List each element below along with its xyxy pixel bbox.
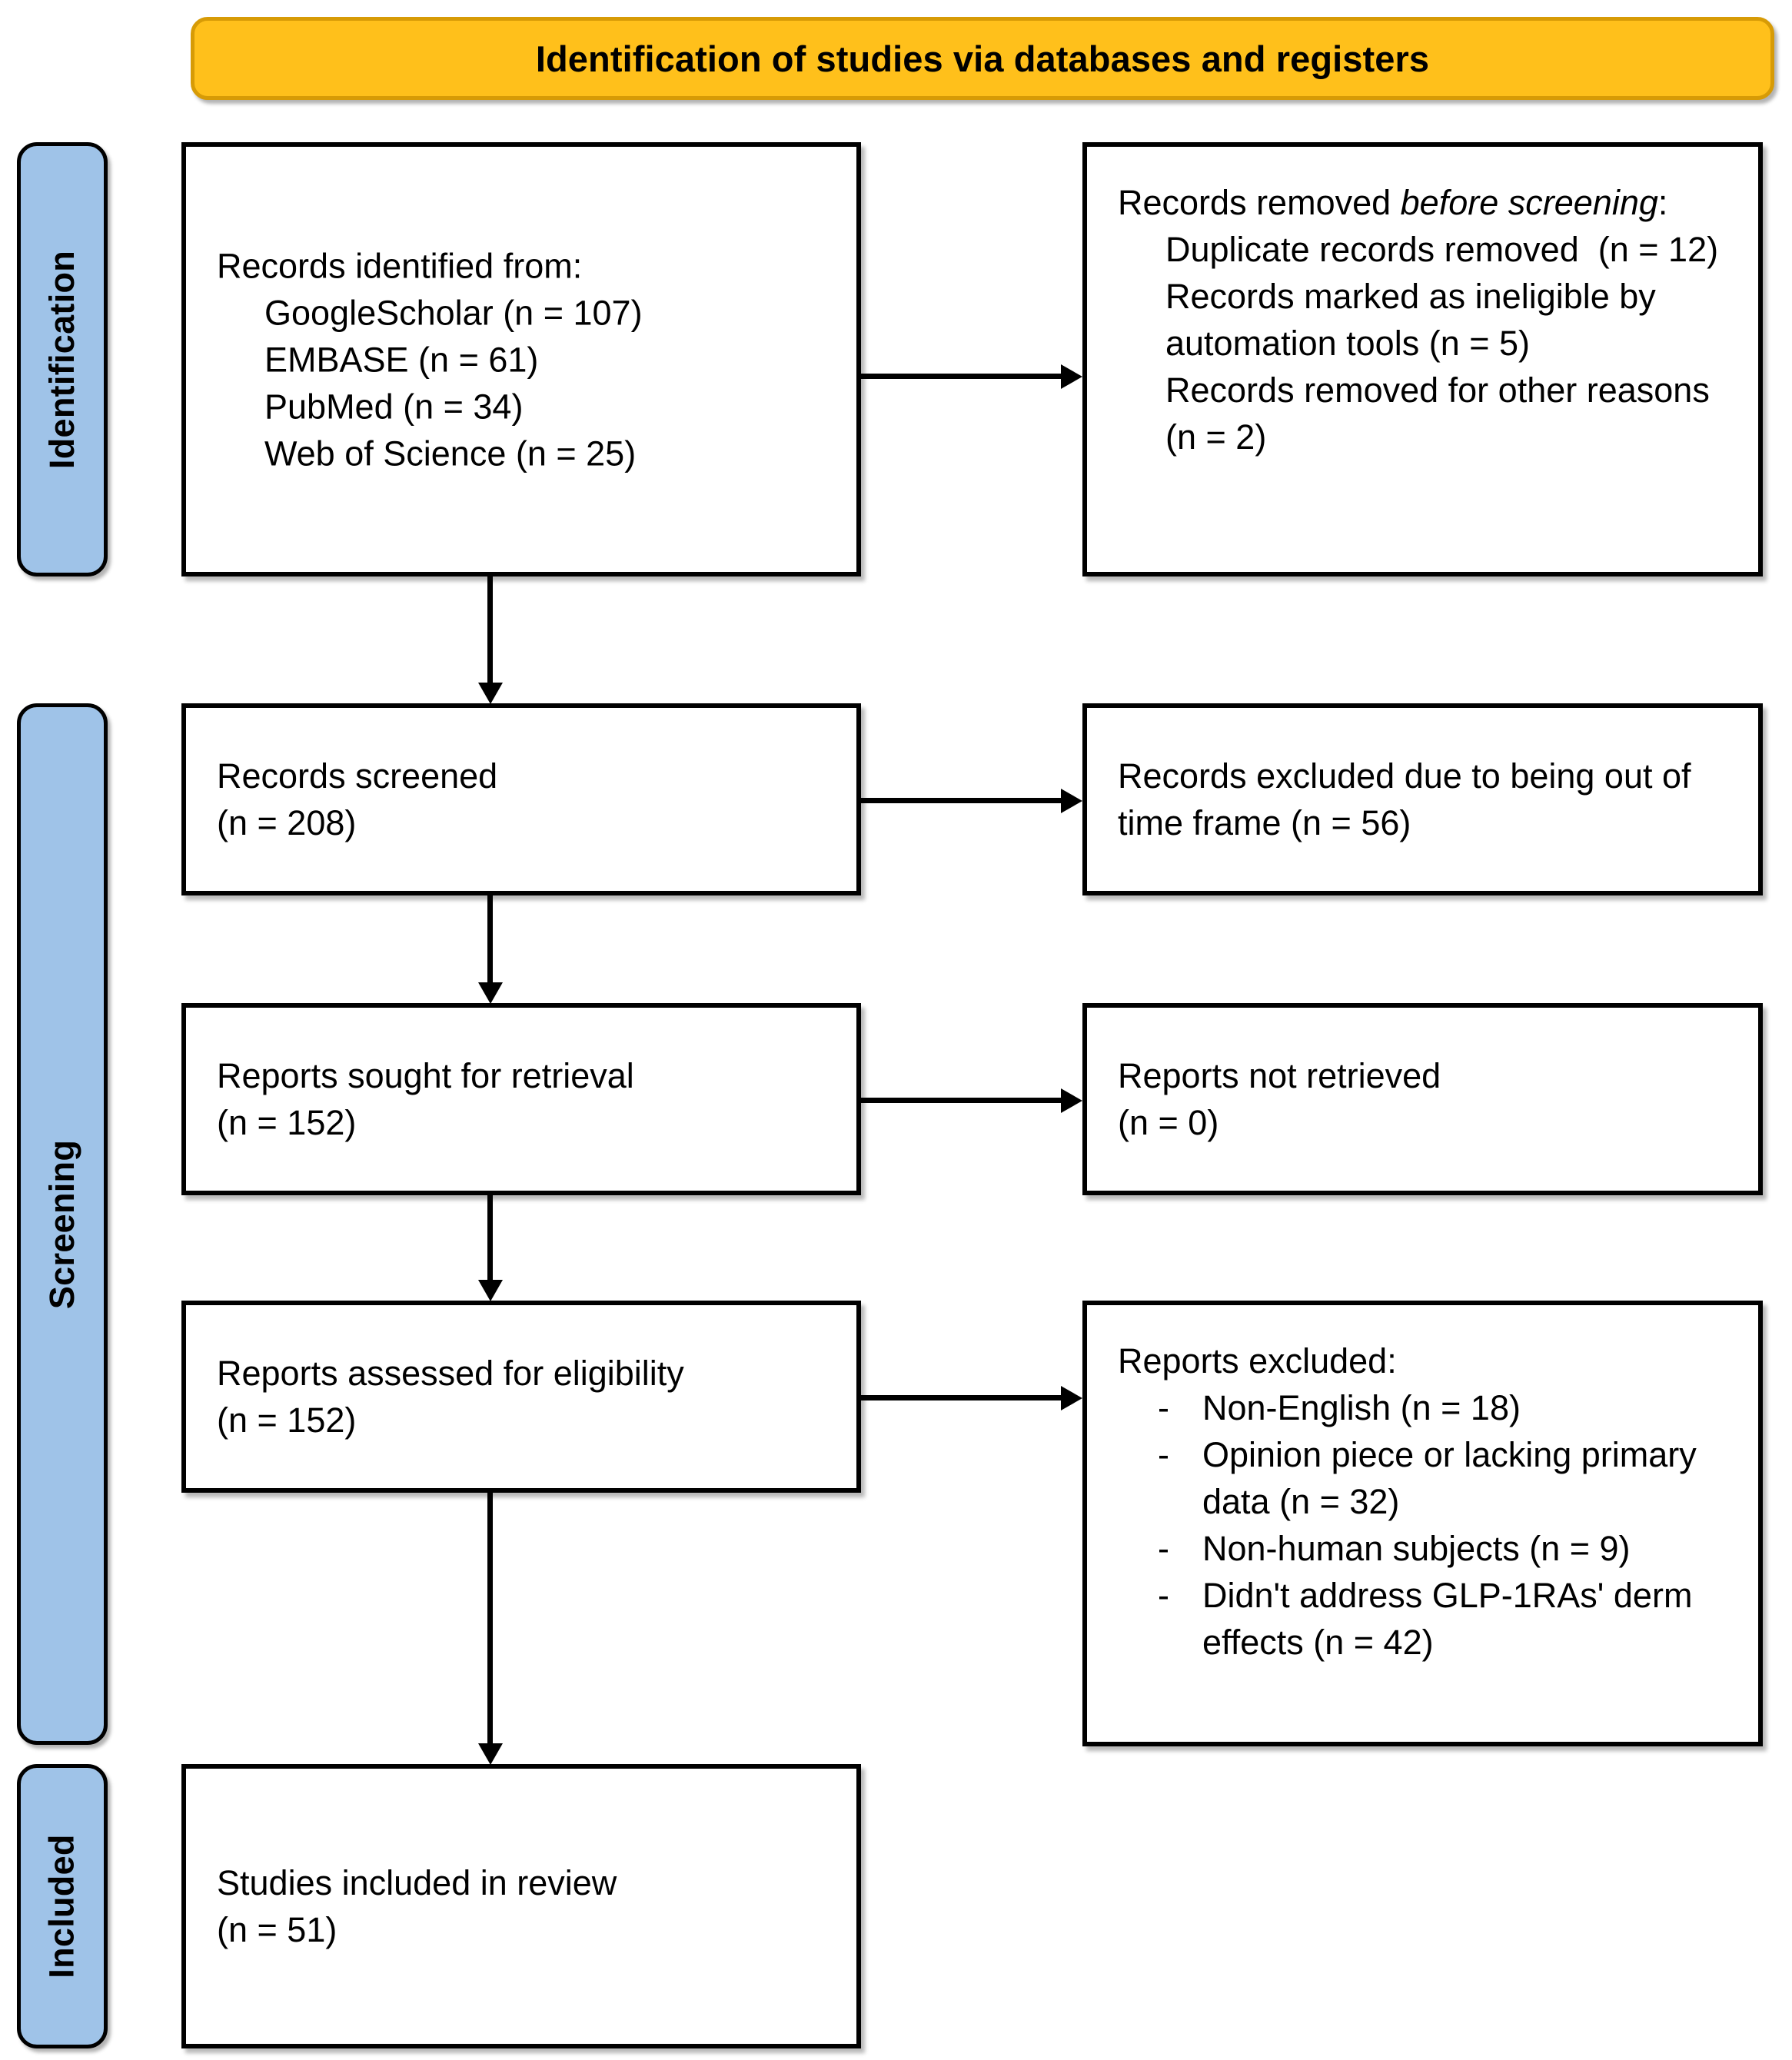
excluded-reason-no-derm-effects-text: Didn't address GLP-1RAs' derm effects (n… xyxy=(1202,1576,1693,1662)
reports-not-retrieved-count: (n = 0) xyxy=(1118,1103,1219,1142)
records-excluded-time-frame-label: Records excluded due to being out of tim… xyxy=(1118,756,1701,842)
excluded-reason-non-human: - Non-human subjects (n = 9) xyxy=(1118,1525,1744,1572)
stage-label-included-text: Included xyxy=(42,1834,82,1979)
source-googlescholar: GoogleScholar (n = 107) xyxy=(264,293,643,332)
box-reports-sought-for-retrieval: Reports sought for retrieval (n = 152) xyxy=(181,1003,861,1195)
reports-sought-count: (n = 152) xyxy=(217,1103,357,1142)
bullet-marker-icon: - xyxy=(1158,1435,1169,1474)
removed-reason-other: Records removed for other reasons (n = 2… xyxy=(1165,370,1720,457)
excluded-reason-non-english: - Non-English (n = 18) xyxy=(1118,1384,1744,1431)
box-records-removed-before-screening: Records removed before screening: Duplic… xyxy=(1082,142,1763,576)
stage-label-screening-text: Screening xyxy=(42,1139,81,1309)
arrow-screened-to-excluded-time-frame xyxy=(861,798,1062,803)
excluded-reason-no-derm-effects: - Didn't address GLP-1RAs' derm effects … xyxy=(1118,1572,1744,1666)
arrow-identified-to-screened xyxy=(487,576,493,684)
box-reports-assessed-for-eligibility: Reports assessed for eligibility (n = 15… xyxy=(181,1301,861,1493)
removed-reason-automation: Records marked as ineligible by automati… xyxy=(1165,277,1666,363)
excluded-reason-non-human-text: Non-human subjects (n = 9) xyxy=(1202,1529,1631,1568)
reports-assessed-label: Reports assessed for eligibility xyxy=(217,1354,684,1393)
bullet-marker-icon: - xyxy=(1158,1529,1169,1568)
reports-excluded-heading: Reports excluded: xyxy=(1118,1341,1397,1381)
reports-sought-label: Reports sought for retrieval xyxy=(217,1056,634,1095)
box-records-screened: Records screened (n = 208) xyxy=(181,703,861,895)
records-screened-label: Records screened xyxy=(217,756,498,796)
stage-label-screening: Screening xyxy=(17,703,108,1745)
bullet-marker-icon: - xyxy=(1158,1576,1169,1615)
records-removed-heading: Records removed before screening: xyxy=(1118,179,1744,226)
records-identified-heading: Records identified from: xyxy=(217,246,583,285)
box-studies-included: Studies included in review (n = 51) xyxy=(181,1764,861,2048)
records-screened-count: (n = 208) xyxy=(217,803,357,842)
records-removed-heading-prefix: Records removed xyxy=(1118,183,1401,222)
studies-included-label: Studies included in review xyxy=(217,1863,617,1902)
removed-reason-duplicates: Duplicate records removed (n = 12) xyxy=(1165,230,1719,269)
bullet-marker-icon: - xyxy=(1158,1388,1169,1427)
arrow-sought-to-not-retrieved xyxy=(861,1098,1062,1103)
banner-title: Identification of studies via databases … xyxy=(535,38,1430,79)
records-removed-heading-italic: before screening xyxy=(1400,183,1658,222)
box-records-excluded-time-frame: Records excluded due to being out of tim… xyxy=(1082,703,1763,895)
source-embase: EMBASE (n = 61) xyxy=(264,340,539,379)
box-reports-not-retrieved: Reports not retrieved (n = 0) xyxy=(1082,1003,1763,1195)
excluded-reason-opinion-piece-text: Opinion piece or lacking primary data (n… xyxy=(1202,1435,1697,1521)
stage-label-identification-text: Identification xyxy=(42,250,82,469)
source-pubmed: PubMed (n = 34) xyxy=(264,387,524,426)
diagram-header-banner: Identification of studies via databases … xyxy=(191,17,1774,100)
reports-not-retrieved-label: Reports not retrieved xyxy=(1118,1056,1441,1095)
arrow-identified-to-removed xyxy=(861,374,1062,379)
box-reports-excluded: Reports excluded: - Non-English (n = 18)… xyxy=(1082,1301,1763,1746)
stage-label-included: Included xyxy=(17,1764,108,2048)
box-records-identified: Records identified from: GoogleScholar (… xyxy=(181,142,861,576)
excluded-reason-opinion-piece: - Opinion piece or lacking primary data … xyxy=(1118,1431,1744,1525)
records-removed-heading-suffix: : xyxy=(1657,183,1668,222)
studies-included-count: (n = 51) xyxy=(217,1910,337,1949)
stage-label-identification: Identification xyxy=(17,142,108,576)
excluded-reason-non-english-text: Non-English (n = 18) xyxy=(1202,1388,1521,1427)
arrow-assessed-to-reports-excluded xyxy=(861,1395,1062,1400)
arrow-sought-to-assessed xyxy=(487,1195,493,1281)
reports-assessed-count: (n = 152) xyxy=(217,1400,357,1440)
source-web-of-science: Web of Science (n = 25) xyxy=(264,434,637,473)
arrow-assessed-to-included xyxy=(487,1493,493,1745)
arrow-screened-to-sought xyxy=(487,895,493,984)
